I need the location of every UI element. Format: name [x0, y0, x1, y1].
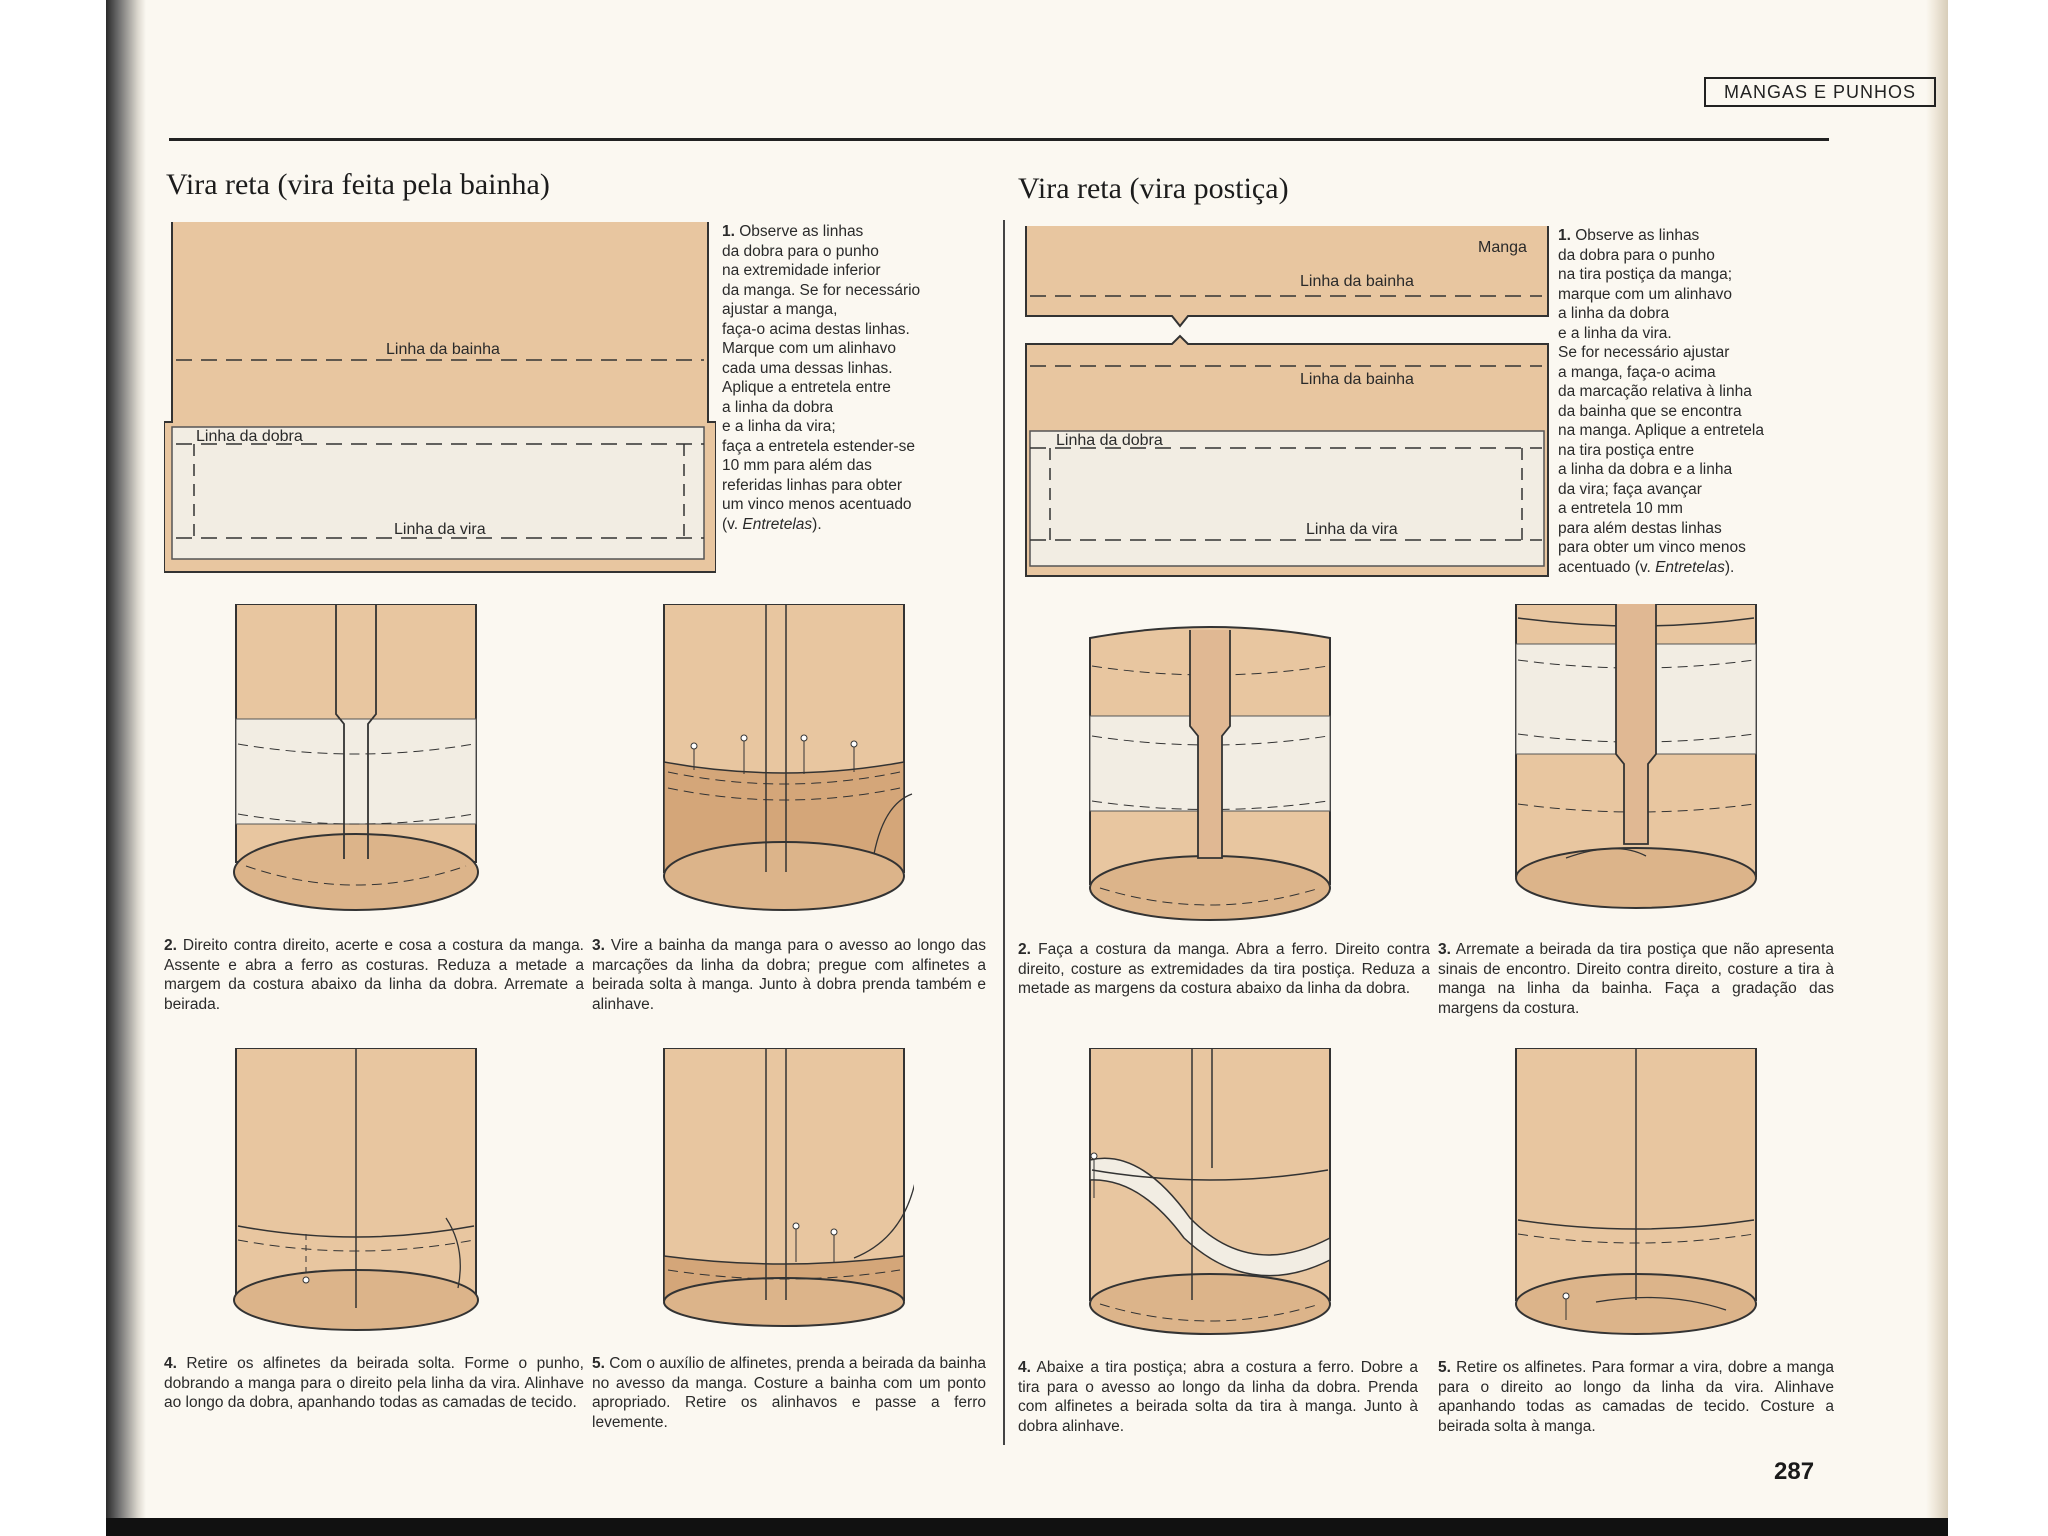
right-fig1-diagram: Manga Linha da bainha Linha da bainha Li… [1025, 226, 1549, 577]
label-hem-line-band: Linha da bainha [1300, 371, 1414, 388]
label-sleeve: Manga [1478, 239, 1527, 256]
book-page: MANGAS E PUNHOS Vira reta (vira feita pe… [106, 0, 1948, 1536]
right-title: Vira reta (vira postiça) [1018, 172, 1289, 205]
label-fold-line: Linha da dobra [1056, 432, 1163, 449]
label-hem-line-top: Linha da bainha [1300, 273, 1414, 290]
right-step1-text: 1. Observe as linhas da dobra para o pun… [1558, 227, 1764, 576]
right-step2-text: 2. Faça a costura da manga. Abra a ferro… [1018, 941, 1430, 997]
label-turn-line: Linha da vira [394, 521, 486, 538]
column-divider [1003, 220, 1005, 1445]
right-fig3-diagram [1515, 604, 1757, 909]
left-step2-text: 2. Direito contra direito, acerte e cosa… [164, 937, 584, 1013]
right-fig2-diagram [1089, 626, 1331, 921]
section-header: MANGAS E PUNHOS [1704, 77, 1936, 107]
left-fig3-diagram [663, 604, 913, 911]
right-step5-text: 5. Retire os alfinetes. Para formar a vi… [1438, 1359, 1835, 1435]
left-step1-text: 1. Observe as linhas da dobra para o pun… [722, 223, 921, 533]
page-edge [1926, 0, 1948, 1536]
page-number: 287 [1774, 1458, 1815, 1485]
left-fig2-diagram [233, 604, 479, 911]
label-turn-line: Linha da vira [1306, 521, 1398, 538]
left-step3-text: 3. Vire a bainha da manga para o avesso … [592, 937, 986, 1013]
right-step4-text: 4. Abaixe a tira postiça; abra a costura… [1018, 1359, 1418, 1435]
right-fig4-diagram [1089, 1048, 1331, 1335]
bottom-strip [106, 1518, 1948, 1536]
spine-shadow [106, 0, 146, 1536]
right-step3-text: 3. Arremate a beirada da tira postiça qu… [1438, 941, 1834, 1017]
left-fig4-diagram [233, 1048, 479, 1331]
header-rule [169, 138, 1829, 141]
left-fig5-diagram [663, 1048, 914, 1327]
label-hem-line: Linha da bainha [386, 341, 500, 358]
left-fig1-diagram: Linha da bainha Linha da dobra Linha da … [164, 222, 716, 573]
label-fold-line: Linha da dobra [196, 428, 303, 445]
left-step4-text: 4. Retire os alfinetes da beirada solta.… [164, 1355, 584, 1411]
right-fig5-diagram [1515, 1048, 1757, 1335]
left-title: Vira reta (vira feita pela bainha) [166, 168, 550, 201]
left-step5-text: 5. Com o auxílio de alfinetes, prenda a … [592, 1355, 986, 1431]
